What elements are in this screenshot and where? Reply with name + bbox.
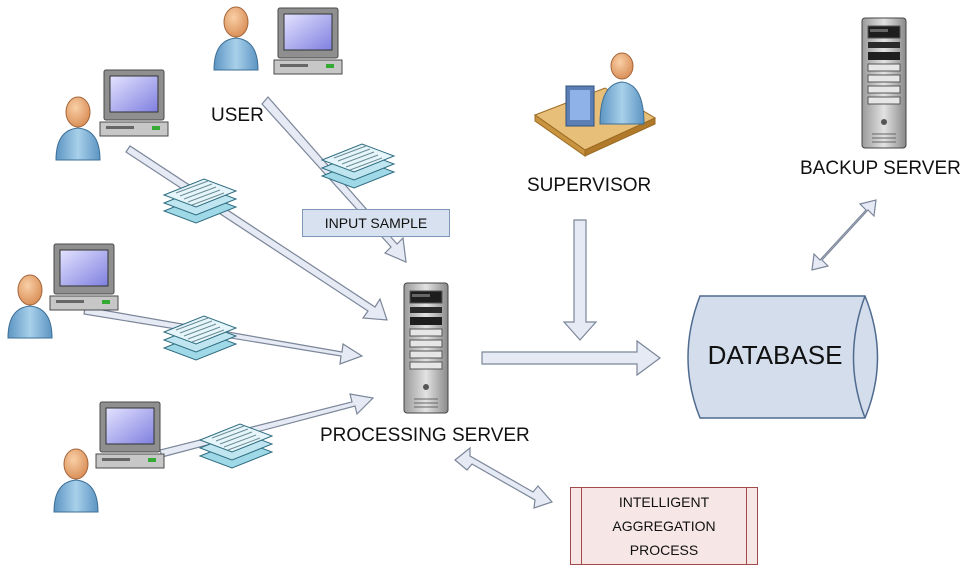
aggregation-line-3: PROCESS bbox=[629, 542, 699, 558]
user-icon bbox=[53, 448, 99, 513]
computer-icon bbox=[273, 7, 343, 75]
user-icon bbox=[213, 6, 259, 71]
aggregation-line-2: AGGREGATION bbox=[612, 518, 716, 534]
supervisor-label: SUPERVISOR bbox=[527, 175, 652, 196]
arrow-supervisor-to-database bbox=[562, 219, 598, 341]
aggregation-line-1: INTELLIGENT bbox=[618, 494, 710, 510]
database-shape bbox=[687, 295, 879, 419]
supervisor-icon bbox=[533, 52, 657, 157]
database-label: DATABASE bbox=[707, 340, 843, 370]
computer-icon bbox=[99, 69, 169, 137]
aggregation-process-box: INTELLIGENT AGGREGATION PROCESS bbox=[570, 487, 758, 565]
user-label: USER bbox=[211, 105, 264, 126]
input-sample-box: INPUT SAMPLE bbox=[302, 209, 450, 237]
user-icon bbox=[55, 96, 101, 161]
user-icon bbox=[7, 274, 53, 339]
arrow-database-backup bbox=[811, 199, 877, 271]
computer-icon bbox=[49, 243, 119, 311]
arrow-processing-aggregation bbox=[454, 446, 554, 509]
processing-server-icon bbox=[403, 282, 449, 414]
input-sample-label: INPUT SAMPLE bbox=[324, 215, 428, 231]
arrow-processing-to-database bbox=[481, 339, 662, 377]
computer-icon bbox=[95, 401, 165, 469]
backup-server-icon bbox=[861, 17, 907, 149]
backup-server-label: BACKUP SERVER bbox=[800, 158, 961, 179]
processing-server-label: PROCESSING SERVER bbox=[320, 425, 530, 446]
